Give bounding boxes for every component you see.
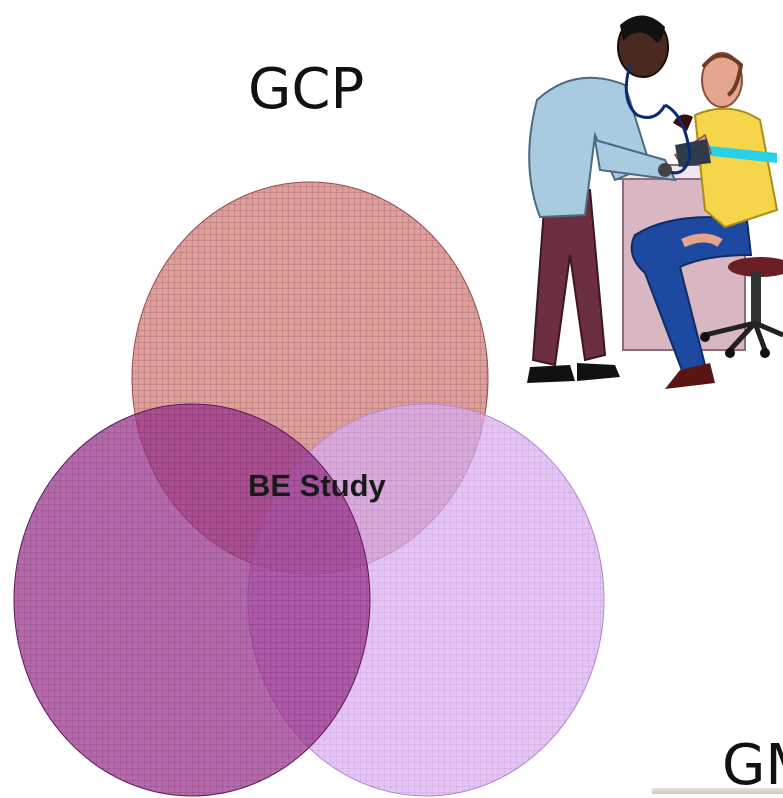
doctor-patient-illustration [527,15,783,389]
gm-underline [652,788,783,794]
be-study-label: BE Study [248,468,386,503]
gm-label: GM [722,733,783,798]
gcp-label: GCP [248,57,365,122]
